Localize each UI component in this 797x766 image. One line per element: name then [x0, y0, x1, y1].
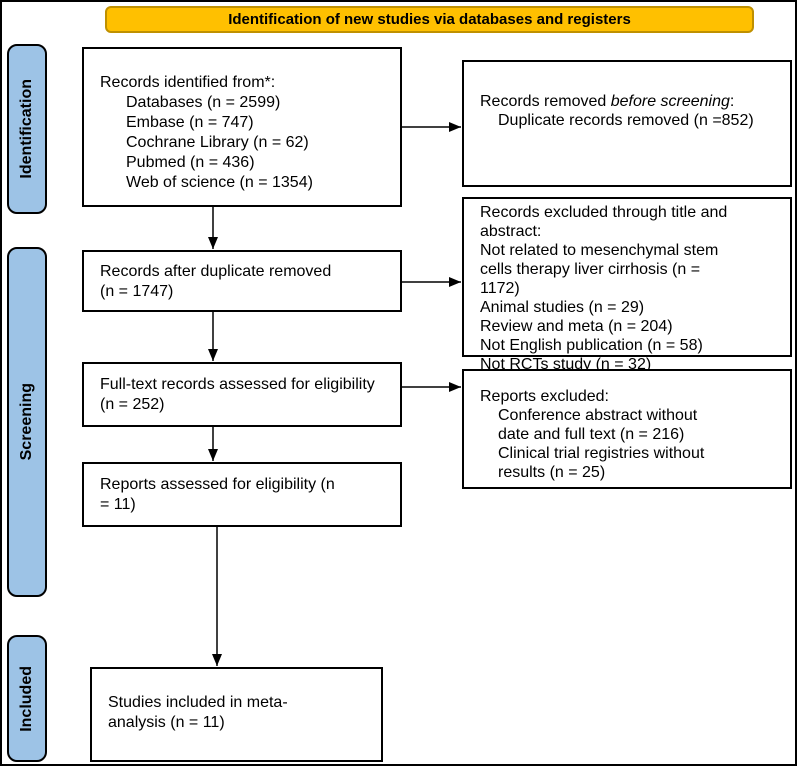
records-removed-title-italic: before screening: [610, 93, 730, 110]
reports-excluded-box: Reports excluded: Conference abstract wi…: [462, 369, 792, 489]
reports-excluded-title: Reports excluded:: [480, 388, 609, 405]
stage-included-label: Included: [18, 665, 35, 732]
records-identified-item-cochrane: Cochrane Library (n = 62): [126, 134, 309, 151]
records-removed-title-suffix: :: [729, 93, 735, 110]
records-identified-box: Records identified from*: Databases (n =…: [82, 47, 402, 207]
reports-excluded-item-conference: Conference abstract without date and ful…: [498, 407, 698, 443]
stage-screening: Screening: [7, 247, 47, 597]
records-excluded-title-abstract-box: Records excluded through title and abstr…: [462, 197, 792, 373]
records-removed-before-screening-box: Records removed before screening: Duplic…: [462, 60, 792, 187]
stage-screening-label: Screening: [18, 383, 35, 461]
excluded-item-not-english: Not English publication (n = 58): [480, 337, 703, 354]
reports-assessed-box: Reports assessed for eligibility (n = 11…: [82, 462, 402, 527]
duplicates-removed-item: Duplicate records removed (n =852): [498, 112, 754, 129]
studies-included-text: Studies included in meta-analysis (n = 1…: [108, 694, 288, 731]
excluded-item-not-rcts: Not RCTs study (n = 32): [480, 356, 652, 373]
records-removed-title: Records removed before screening:: [480, 92, 778, 111]
excluded-item-review-meta: Review and meta (n = 204): [480, 318, 673, 335]
records-identified-title: Records identified from*:: [100, 74, 276, 91]
records-identified-item-databases: Databases (n = 2599): [126, 94, 281, 111]
studies-included-box: Studies included in meta-analysis (n = 1…: [90, 667, 383, 762]
fulltext-assessed-text: Full-text records assessed for eligibili…: [100, 376, 375, 413]
records-after-duplicates-box: Records after duplicate removed (n = 174…: [82, 250, 402, 312]
reports-assessed-text: Reports assessed for eligibility (n = 11…: [100, 476, 335, 513]
reports-excluded-item-registries: Clinical trial registries without result…: [498, 445, 705, 481]
stage-identification-label: Identification: [18, 79, 35, 179]
banner-title: Identification of new studies via databa…: [105, 6, 754, 33]
stage-included: Included: [7, 635, 47, 762]
records-removed-title-prefix: Records removed: [480, 93, 611, 110]
records-identified-item-web-of-science: Web of science (n = 1354): [126, 174, 313, 191]
records-identified-item-embase: Embase (n = 747): [126, 114, 254, 131]
fulltext-assessed-box: Full-text records assessed for eligibili…: [82, 362, 402, 427]
records-after-duplicates-text: Records after duplicate removed (n = 174…: [100, 263, 332, 300]
stage-identification: Identification: [7, 44, 47, 214]
records-excluded-title: Records excluded through title and abstr…: [480, 204, 728, 240]
excluded-item-animal-studies: Animal studies (n = 29): [480, 299, 645, 316]
excluded-item-not-related: Not related to mesenchymal stem cells th…: [480, 242, 719, 297]
records-identified-item-pubmed: Pubmed (n = 436): [126, 154, 255, 171]
